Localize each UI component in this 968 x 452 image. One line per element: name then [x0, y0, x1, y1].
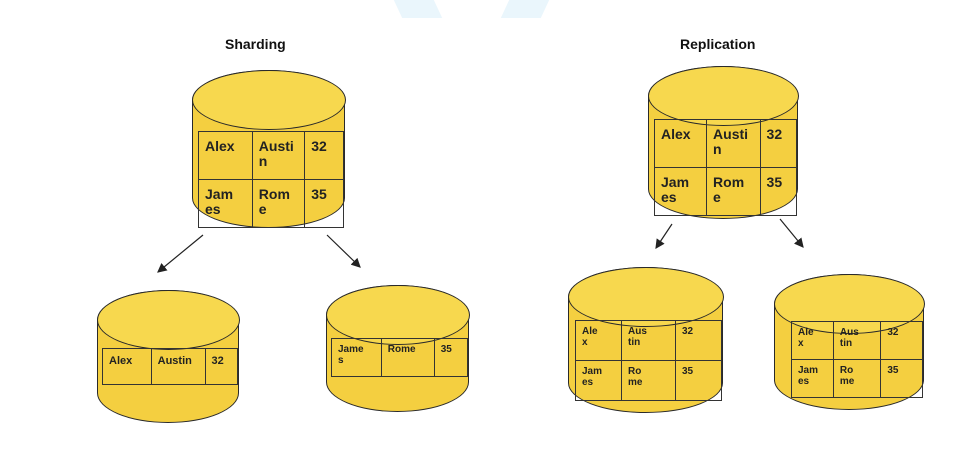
- table-cell: 32: [304, 131, 344, 180]
- database-top: [191, 69, 346, 130]
- arrow-to-shard-b: [326, 234, 361, 268]
- database-top: [325, 284, 470, 345]
- arrow-to-replica-a: [655, 223, 673, 249]
- table-cell: Rom e: [706, 167, 761, 216]
- table-cell: Rome: [380, 338, 435, 377]
- table-cell: 35: [675, 360, 722, 401]
- table-cell: Ro me: [621, 360, 676, 401]
- table-cell: Austi n: [251, 131, 306, 180]
- table-cell: Rom e: [251, 179, 306, 228]
- table-cell: Ro me: [832, 359, 882, 398]
- table-cell: Jam es: [791, 359, 834, 398]
- replication-title: Replication: [680, 36, 756, 52]
- sharding-title: Sharding: [225, 36, 286, 52]
- table-cell: Jam es: [198, 179, 253, 228]
- table-cell: Austi n: [706, 119, 761, 168]
- table-cell: Jam es: [653, 167, 708, 216]
- arrow-to-shard-a: [157, 234, 204, 273]
- table-cell: 32: [675, 320, 722, 361]
- table-cell: 32: [759, 119, 798, 168]
- table-cell: Jame s: [331, 338, 382, 377]
- table-cell: Ale x: [791, 321, 834, 360]
- table-cell: Austin: [150, 348, 206, 385]
- table-cell: 35: [759, 167, 798, 216]
- table-cell: 35: [880, 359, 923, 398]
- database-top: [567, 266, 724, 327]
- arrow-to-replica-b: [779, 218, 804, 248]
- table-cell: 32: [204, 348, 239, 385]
- table-cell: 35: [433, 338, 469, 377]
- table-cell: Alex: [102, 348, 152, 385]
- table-cell: 35: [304, 179, 344, 228]
- database-top: [96, 289, 240, 350]
